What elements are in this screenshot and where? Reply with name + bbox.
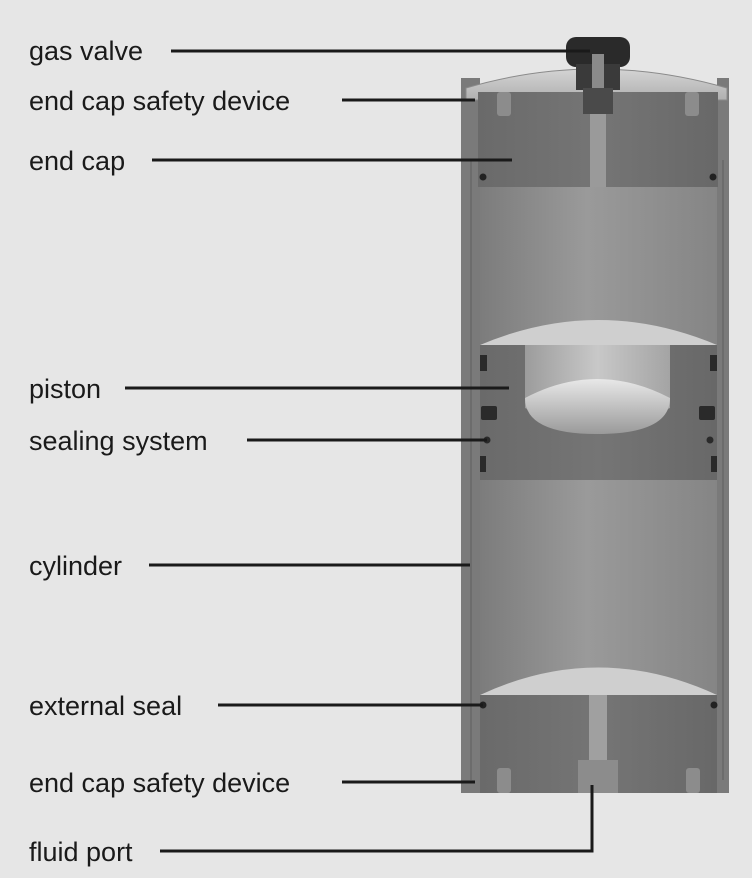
label-end-cap: end cap xyxy=(29,146,126,176)
label-piston: piston xyxy=(29,374,102,404)
leader-lines xyxy=(125,49,594,853)
label-sealing-system: sealing system xyxy=(29,426,208,456)
gas-valve-shape xyxy=(566,37,630,114)
label-cylinder: cylinder xyxy=(29,551,123,581)
piston-top-face xyxy=(480,320,717,345)
label-external-seal: external seal xyxy=(29,691,183,721)
cylinder-bore-lower xyxy=(480,480,717,695)
piston-shape xyxy=(480,345,717,480)
leader-fluid-port xyxy=(160,785,594,853)
label-gas-valve: gas valve xyxy=(29,36,144,66)
cylinder-shell xyxy=(461,78,729,793)
label-end-cap-safety-device-top: end cap safety device xyxy=(29,86,291,116)
label-fluid-port: fluid port xyxy=(29,837,133,867)
bottom-end-cap-face xyxy=(480,667,717,695)
label-end-cap-safety-device-bottom: end cap safety device xyxy=(29,768,291,798)
bottom-end-cap xyxy=(479,695,718,793)
